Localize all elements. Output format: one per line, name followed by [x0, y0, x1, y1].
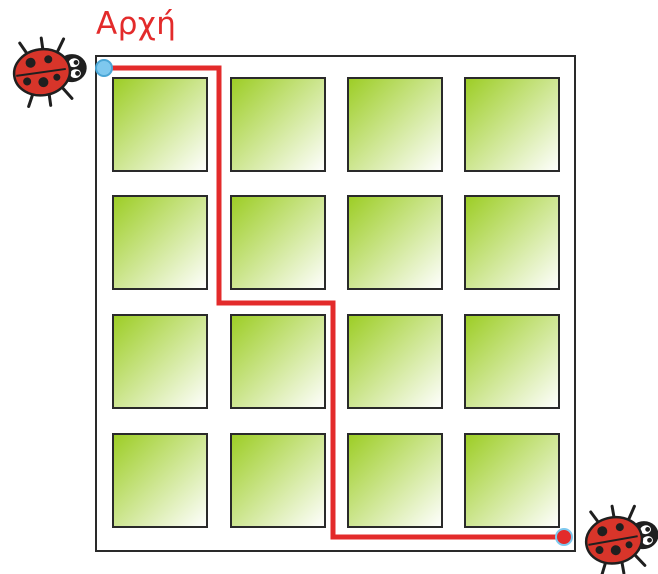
grid-block: [465, 315, 559, 408]
grid-block: [113, 434, 207, 527]
grid-block: [113, 196, 207, 289]
grid-block: [231, 78, 325, 171]
grid-block: [465, 78, 559, 171]
grid-block: [348, 434, 442, 527]
end-dot: [556, 529, 572, 545]
start-dot: [96, 60, 112, 76]
grid-block: [113, 78, 207, 171]
ladybug-end-icon: [581, 499, 658, 574]
grid-block: [231, 315, 325, 408]
grid-block: [348, 315, 442, 408]
ladybug-start-icon: [10, 32, 92, 109]
grid-block: [231, 434, 325, 527]
grid-block: [465, 196, 559, 289]
grid-block: [231, 196, 325, 289]
grid-block: [348, 196, 442, 289]
grid-block: [465, 434, 559, 527]
grid-block: [113, 315, 207, 408]
grid-block: [348, 78, 442, 171]
block-grid: [113, 78, 559, 527]
